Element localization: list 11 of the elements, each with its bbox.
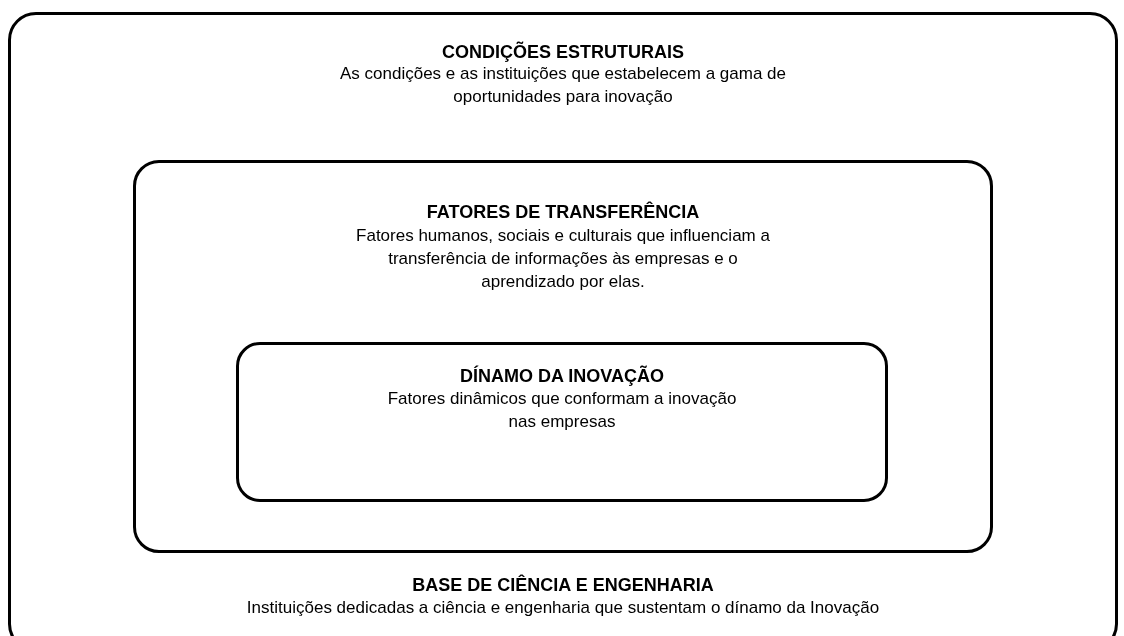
box-heading: FATORES DE TRANSFERÊNCIA	[425, 200, 701, 224]
box-description: Instituições dedicadas a ciência e engenharia que sustentam o dínamo da Inovação	[245, 597, 881, 619]
box-heading: CONDIÇÕES ESTRUTURAIS	[441, 40, 685, 64]
box-description: Fatores dinâmicos que conformam a inovação nas empresas	[386, 388, 738, 433]
box-description: As condições e as instituições que estabelecem a gama de oportunidades para inovação	[338, 63, 787, 108]
box-description: Fatores humanos, sociais e culturais que influenciam a transferência de informações às empresas e o aprendizado por elas.	[356, 225, 770, 293]
box-heading: BASE DE CIÊNCIA E ENGENHARIA	[411, 573, 715, 597]
rounded-box	[236, 342, 888, 502]
rounded-box	[133, 160, 993, 553]
box-heading: DÍNAMO DA INOVAÇÃO	[459, 364, 665, 388]
rounded-box	[8, 12, 1118, 636]
